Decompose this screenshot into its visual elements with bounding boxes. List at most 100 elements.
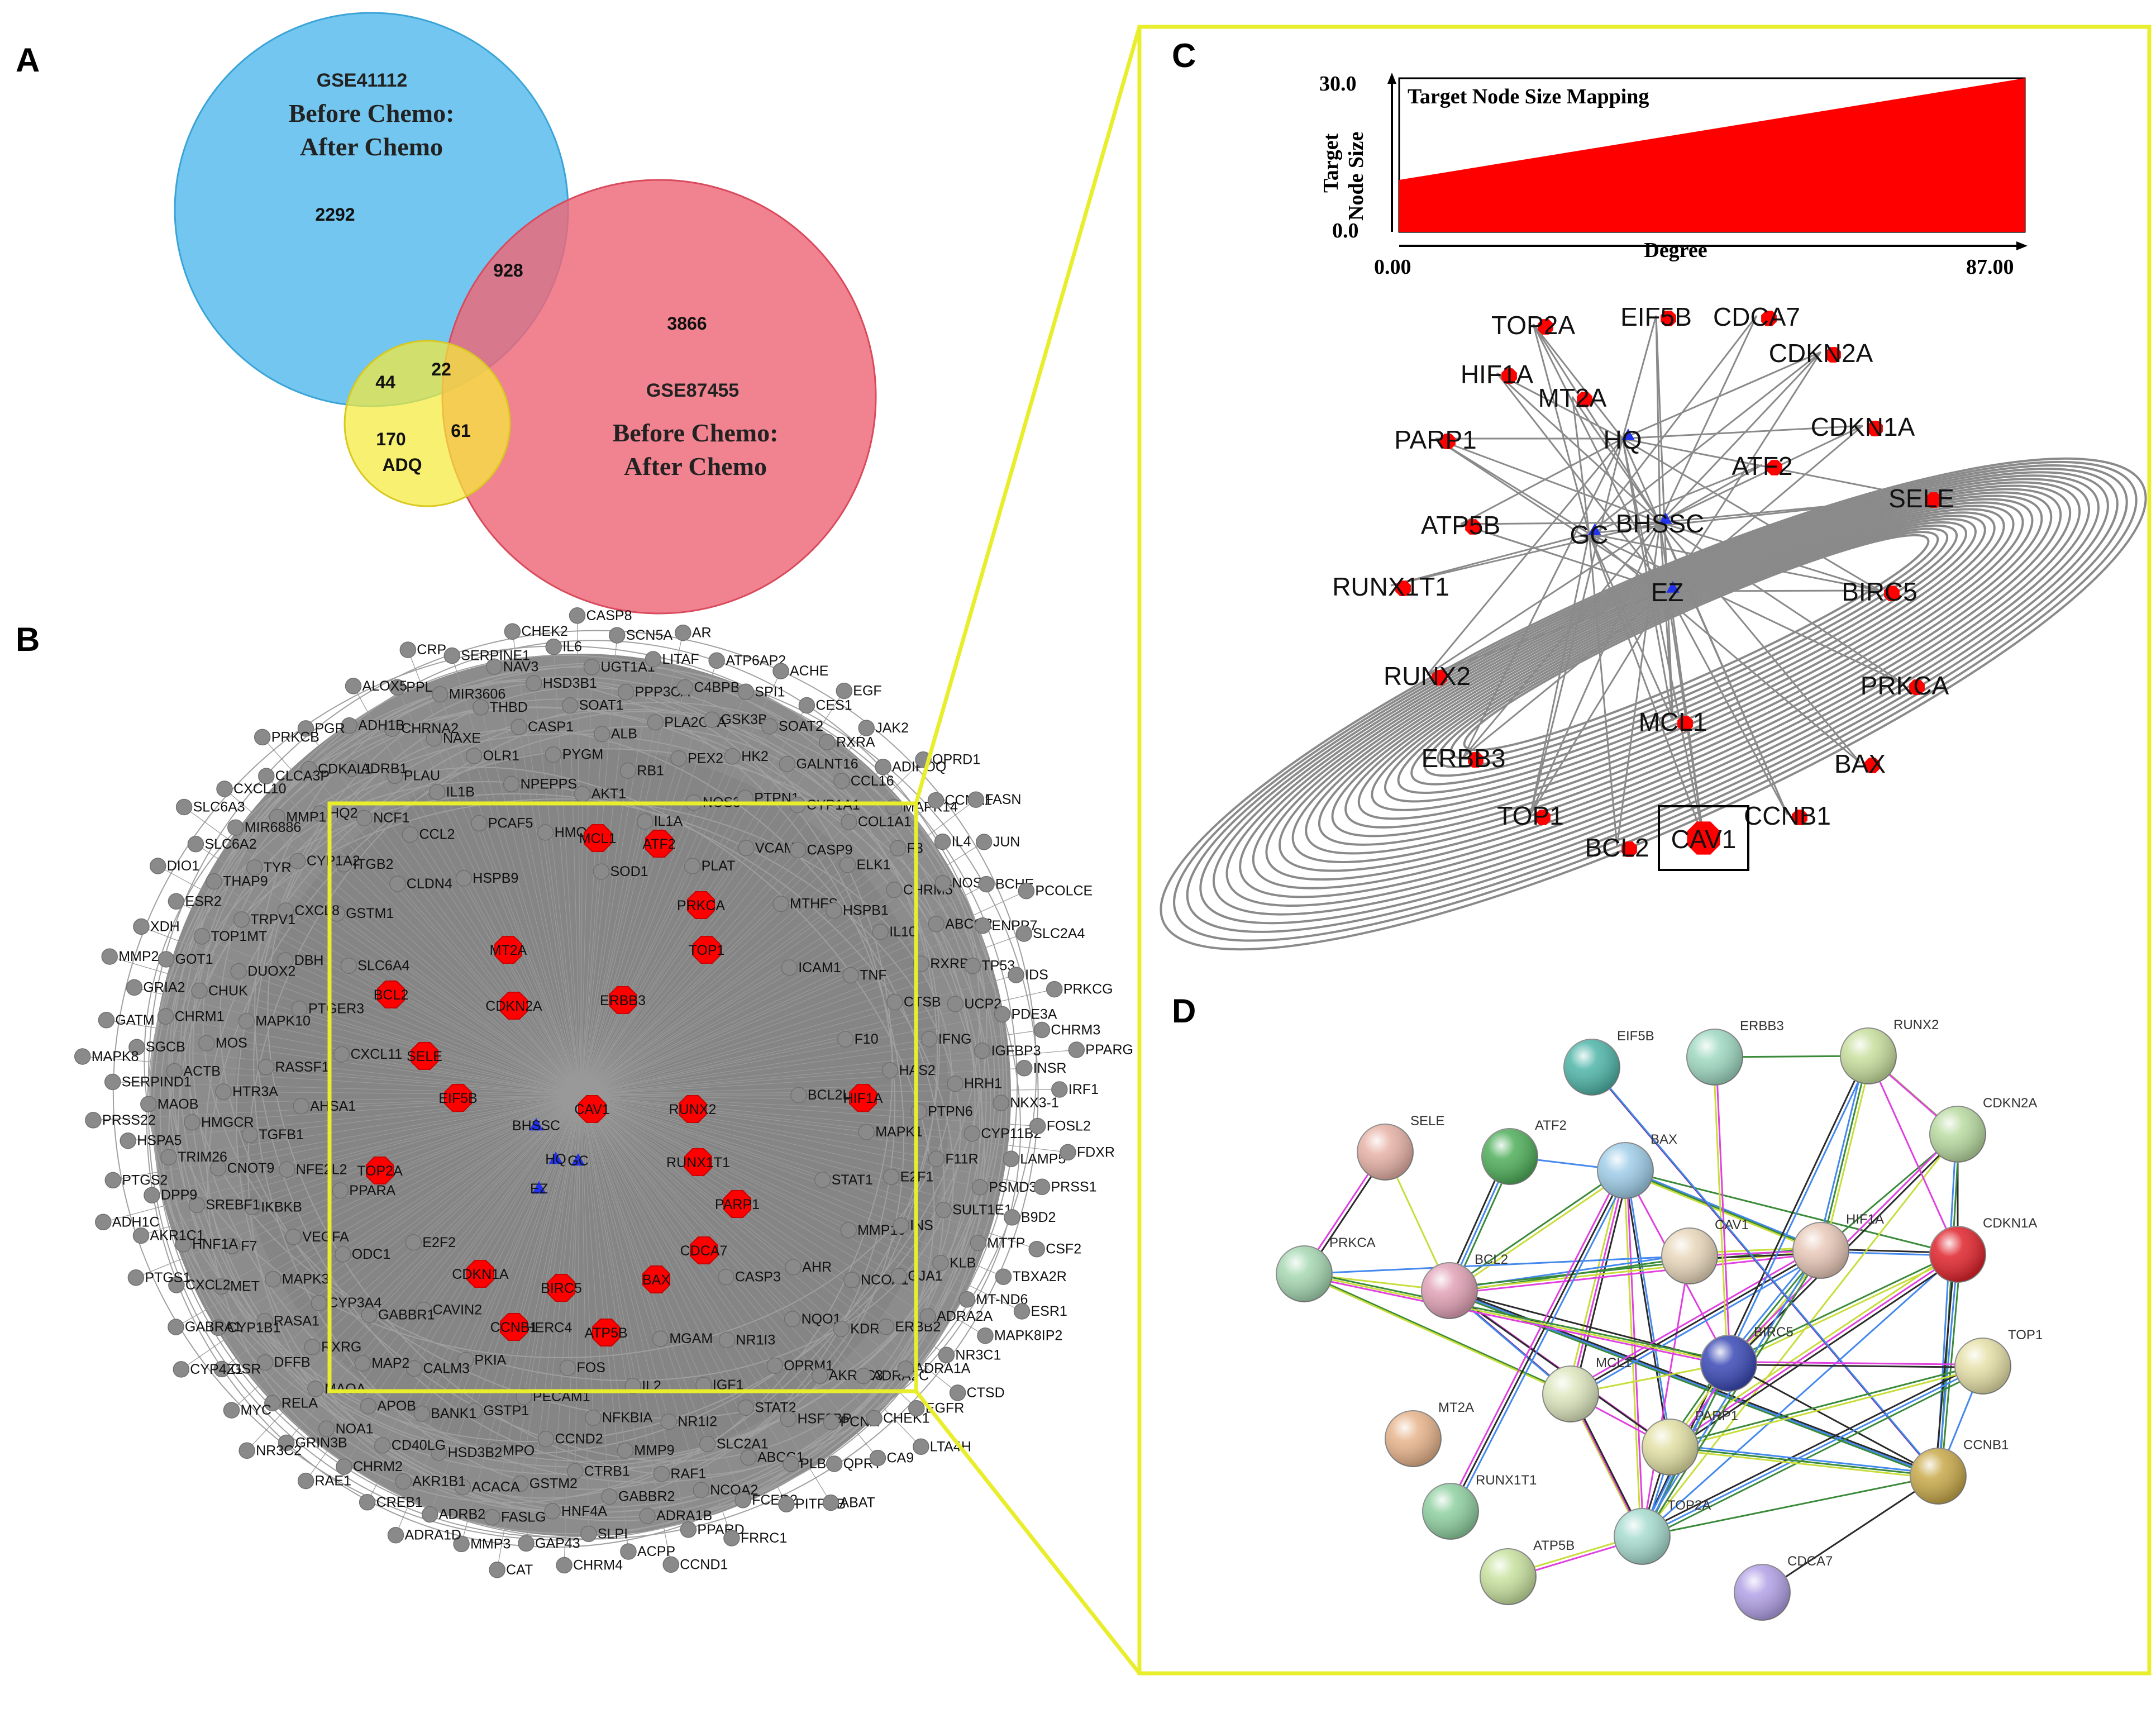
node-b-label-adra1a: ADRA1A <box>914 1361 970 1377</box>
node-b-ccl2 <box>402 826 419 843</box>
node-b-label-cdca7: CDCA7 <box>680 1243 728 1259</box>
node-b-label-cdkal1: CDKAL1 <box>318 762 372 777</box>
node-b-label-sod1: SOD1 <box>610 864 648 879</box>
node-b-rxrg <box>304 1339 321 1355</box>
network-b-edge <box>580 989 1055 1096</box>
string-edge <box>1642 1475 1939 1538</box>
string-node-label-atp5b: ATP5B <box>1533 1538 1575 1553</box>
network-b-edge <box>580 1095 671 1565</box>
network-b-edge <box>367 1095 581 1503</box>
node-b-label-sgcb: SGCB <box>146 1039 185 1055</box>
node-b-nkx3-1 <box>993 1095 1009 1111</box>
node-b-label-fasn: FASN <box>985 792 1021 807</box>
network-b-edge <box>580 864 848 1096</box>
node-b-label-adra1d: ADRA1D <box>405 1528 461 1543</box>
network-b-edge <box>580 1095 906 1369</box>
node-b-label-ar: AR <box>692 625 712 641</box>
node-b-ccna1 <box>927 792 945 809</box>
network-b-edge <box>580 667 592 1096</box>
network-b-edge <box>580 1095 967 1300</box>
node-b-dffb <box>256 1354 274 1371</box>
network-b-edge <box>580 1095 941 1264</box>
herb-b-label-hq: HQ <box>545 1151 566 1167</box>
node-b-e2f2 <box>405 1234 422 1251</box>
node-b-hspb9 <box>455 870 473 887</box>
network-b-edge <box>433 738 581 1096</box>
node-b-label-soat2: SOAT2 <box>779 718 823 734</box>
string-edge <box>1570 1249 1821 1395</box>
node-b-naxe <box>426 730 442 747</box>
node-b-chek1 <box>866 1410 883 1427</box>
network-b-arc <box>247 711 938 1511</box>
network-b-edge <box>580 963 922 1096</box>
node-b-label-top1mt: TOP1MT <box>211 929 267 944</box>
string-edge <box>1447 1168 1625 1290</box>
node-b-label-gsk3b: GSK3B <box>721 712 767 727</box>
network-b-edge <box>238 970 581 1096</box>
node-b-pkia <box>457 1352 474 1369</box>
panel-label-c: C <box>1172 37 1196 74</box>
network-c-edge <box>1532 323 1590 534</box>
panel-label-b: B <box>16 621 40 658</box>
network-c-edge <box>1463 590 1668 758</box>
node-b-spi1 <box>737 683 755 701</box>
node-b-slc6a2 <box>187 836 204 853</box>
node-b-sult1e1 <box>935 1201 952 1219</box>
node-b-pygm <box>545 746 562 763</box>
node-b-label-nr1i2: NR1I2 <box>678 1414 717 1430</box>
network-b-edge <box>580 1001 895 1096</box>
network-b-edge <box>465 1095 581 1360</box>
node-b-label-hrh1: HRH1 <box>964 1076 1002 1092</box>
node-b-label-dio1: DIO1 <box>167 858 199 874</box>
node-b-jun <box>975 834 993 850</box>
network-b-edge <box>352 686 581 1096</box>
node-b-label-fos: FOS <box>577 1360 605 1376</box>
string-edge <box>1304 1255 1690 1275</box>
node-c-mt2a <box>1577 392 1592 407</box>
node-b-birc5 <box>547 1274 575 1302</box>
node-b-label-odc1: ODC1 <box>352 1246 390 1262</box>
node-b-mapk3 <box>265 1271 282 1288</box>
node-c-label-cav1: CAV1 <box>1671 825 1737 854</box>
node-b-label-eif5b: EIF5B <box>438 1091 477 1106</box>
node-b-slc2a4 <box>1015 925 1033 942</box>
network-b-edge <box>580 903 781 1096</box>
node-b-mos <box>198 1035 215 1051</box>
venn-count-all-three: 22 <box>431 359 451 379</box>
herb-c-label-ez: EZ <box>1651 578 1684 607</box>
node-c-parp1 <box>1440 434 1456 449</box>
network-b-edge <box>141 926 581 1096</box>
node-b-label-serpind1: SERPIND1 <box>122 1074 192 1090</box>
node-b-erbb2 <box>877 1319 895 1335</box>
string-node-label-hif1a: HIF1A <box>1846 1212 1884 1227</box>
node-b-label-plau: PLAU <box>404 768 440 783</box>
node-b-label-hnf1a: HNF1A <box>192 1236 238 1252</box>
network-c-edge <box>1666 591 1674 721</box>
node-b-noa1 <box>318 1420 335 1438</box>
node-b-adrb2 <box>421 1506 438 1523</box>
node-b-label-nqo1: NQO1 <box>802 1311 841 1327</box>
node-b-label-gja1: GJA1 <box>908 1268 943 1284</box>
string-node-shine-mt2a <box>1385 1411 1441 1467</box>
herb-b-label-ez: EZ <box>530 1181 548 1197</box>
node-b-label-cxcl11: CXCL11 <box>351 1046 403 1062</box>
string-node-label-eif5b: EIF5B <box>1617 1029 1654 1044</box>
network-c-edge <box>1616 522 1661 847</box>
node-b-alb <box>593 725 610 743</box>
node-b-ptgs2 <box>104 1172 122 1189</box>
node-b-label-ppl: PPL <box>406 679 432 695</box>
node-b-label-gstm2: GSTM2 <box>530 1476 578 1491</box>
node-b-ccnb1 <box>500 1313 528 1341</box>
network-b-edge <box>580 692 627 1096</box>
network-b-edge <box>306 1095 581 1481</box>
node-b-sele <box>411 1042 438 1070</box>
node-b-label-f7: F7 <box>241 1238 257 1254</box>
network-c-edge <box>1622 437 1880 592</box>
node-b-fasn <box>967 791 984 808</box>
network-b-edge <box>580 1095 875 1419</box>
network-b-edge <box>224 788 581 1096</box>
node-b-label-ces1: CES1 <box>815 698 852 713</box>
network-b-edge <box>580 1095 669 1422</box>
network-b-edge <box>580 1095 1042 1187</box>
node-b-il10 <box>872 924 889 940</box>
